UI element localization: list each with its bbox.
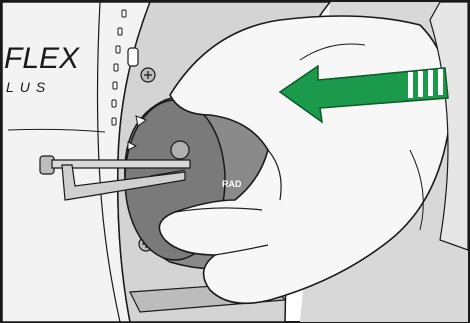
brand-text-line2: LUS <box>6 79 51 95</box>
latch-slot <box>128 48 138 66</box>
dial-label: RAD <box>222 179 242 189</box>
screw-icon-top <box>141 68 155 82</box>
dial-knob <box>171 141 189 159</box>
brand-text-line1: FLEX <box>4 42 80 75</box>
